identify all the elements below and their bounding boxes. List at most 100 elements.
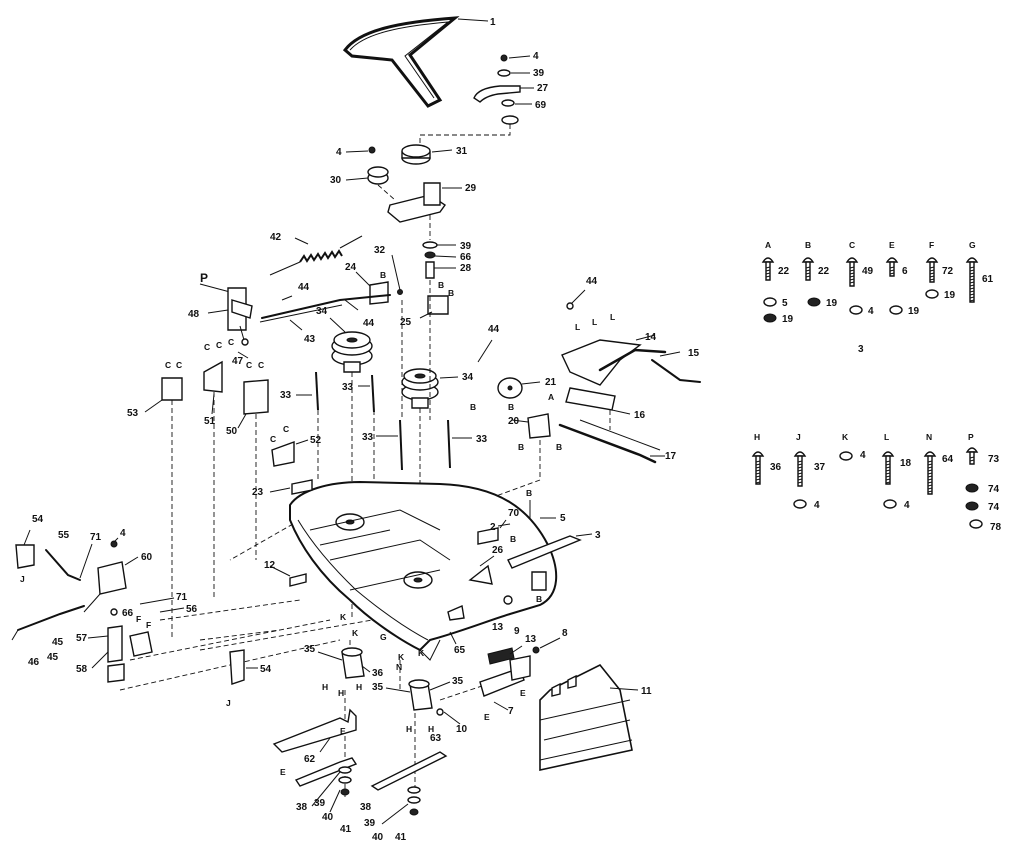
hw-bolt-N-thread (927, 466, 933, 469)
hw-bolt-G-head (965, 257, 979, 263)
label-41-b: 41 (395, 832, 407, 843)
label-40-a: 40 (322, 812, 334, 823)
hw-bolt-C-thread (849, 272, 855, 275)
hw-bolt-H-thread (755, 466, 761, 469)
label-8: 8 (562, 628, 568, 639)
label-3: 3 (595, 530, 601, 541)
hw-nut-label-4: 19 (944, 290, 956, 301)
svg-text:E: E (340, 726, 346, 736)
label-47: 47 (232, 356, 244, 367)
label-46: 46 (28, 657, 40, 668)
label-63: 63 (430, 733, 442, 744)
hw-nut2-e-label: 78 (990, 522, 1002, 533)
hw-bolt-G-thread (969, 281, 975, 284)
svg-text:H: H (406, 724, 412, 734)
label-12: 12 (264, 560, 276, 571)
label-71-a: 71 (90, 532, 102, 543)
hw-nut2-c (965, 483, 979, 493)
hw-bolt-H-thread (755, 472, 761, 475)
svg-text:C: C (204, 342, 210, 352)
hw-bolt-H-thread (755, 478, 761, 481)
svg-text:K: K (340, 612, 347, 622)
bracket-54-lower: 54 J (226, 649, 272, 708)
label-35-c: 35 (452, 676, 464, 687)
hw-letter2-P: P (968, 432, 974, 442)
label-15: 15 (688, 348, 700, 359)
rod-17: 17 (558, 419, 677, 464)
hw-bolt-H-thread (755, 481, 761, 484)
svg-text:B: B (438, 280, 444, 290)
svg-text:F: F (136, 614, 141, 624)
label-65: 65 (454, 645, 466, 656)
hw-bolt-L-thread (885, 460, 891, 463)
hw-nut-1 (807, 297, 821, 307)
lever-48: P 48 C C 47 (188, 271, 253, 367)
hw-bolt-L-thread (885, 478, 891, 481)
hw-nut-3 (889, 305, 903, 315)
hw-bolt-C-thread (849, 281, 855, 284)
hw-letter2-L: L (884, 432, 889, 442)
hw-bolt-N-thread (927, 484, 933, 487)
fastener-stack-center: 32 39 66 28 (374, 215, 472, 295)
label-69: 69 (535, 100, 547, 111)
svg-text:K: K (352, 628, 359, 638)
label-52: 52 (310, 435, 322, 446)
hw-bolt-N-head (923, 451, 937, 457)
hw-bolt-F-thread (929, 278, 935, 281)
label-35-a: 35 (304, 644, 316, 655)
hw-letter-E: E (889, 240, 895, 250)
rod-43: 44 44 43 (259, 282, 391, 345)
label-4-left: 4 (120, 528, 126, 539)
hw-nut2-b (883, 499, 897, 509)
label-42: 42 (270, 232, 282, 243)
label-5-deck: 5 (560, 513, 566, 524)
svg-text:J: J (226, 698, 231, 708)
svg-text:C: C (246, 360, 252, 370)
hw-num-N: 64 (942, 454, 954, 465)
hw-num-P: 73 (988, 454, 1000, 465)
hw-figure-number: 3 (858, 344, 864, 355)
label-48: 48 (188, 309, 200, 320)
label-32: 32 (374, 245, 386, 256)
hw-bolt-P-thread (969, 456, 975, 459)
hw-num-G: 61 (982, 274, 994, 285)
hw-nut-0 (763, 297, 777, 307)
label-23: 23 (252, 487, 264, 498)
hw-bolt-F-head (925, 257, 939, 263)
spindle-assemblies: K K G 35 36 H H H N K K 35 35 H H (304, 612, 464, 734)
hw-bolt-B-thread (805, 269, 811, 272)
hw-bolt-L-thread (885, 475, 891, 478)
hw-bolt-N-thread (927, 481, 933, 484)
label-14: 14 (645, 332, 657, 343)
hw-letter2-K: K (842, 432, 849, 442)
hw-bolt-N-thread (927, 472, 933, 475)
svg-text:C: C (228, 337, 234, 347)
hw-bolt-A-thread (765, 275, 771, 278)
label-26: 26 (492, 545, 504, 556)
svg-text:J: J (20, 574, 25, 584)
hw-bolt-C-thread (849, 278, 855, 281)
handle-assembly-right: 44 44 L L L 14 15 (477, 276, 701, 386)
hw-nut2-a-label: 4 (814, 500, 820, 511)
label-33-c: 33 (362, 432, 374, 443)
svg-text:C: C (165, 360, 171, 370)
label-39-top: 39 (533, 68, 545, 79)
svg-text:E: E (520, 688, 526, 698)
hw-letter-A: A (765, 240, 771, 250)
svg-text:P: P (200, 271, 208, 285)
hw-bolt-G-thread (969, 272, 975, 275)
hw-letter-F: F (929, 240, 934, 250)
hw-bolt-F-thread (929, 275, 935, 278)
hw-bolt-G-thread (969, 275, 975, 278)
hw-bolt-L-thread (885, 472, 891, 475)
hw-bolt-J-thread (797, 469, 803, 472)
svg-text:H: H (338, 688, 344, 698)
pulley-group-top: 31 4 30 29 (330, 144, 477, 223)
hw-bolt-E-shank (889, 261, 895, 277)
hw-nut2-a (793, 499, 807, 509)
hw-bolt-N-thread (927, 490, 933, 493)
label-27: 27 (537, 83, 549, 94)
label-33-a: 33 (280, 390, 292, 401)
